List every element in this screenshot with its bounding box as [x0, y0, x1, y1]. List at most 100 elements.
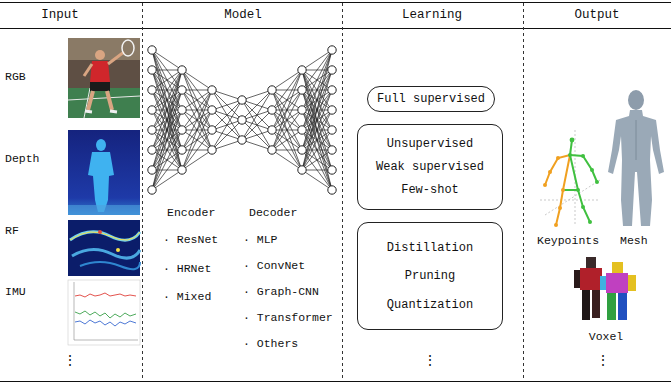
network-neuron — [328, 186, 336, 194]
network-neuron — [298, 86, 306, 94]
network-link — [152, 90, 182, 190]
network-link — [272, 90, 302, 150]
network-link — [242, 90, 272, 100]
method-box: DistillationPruningQuantization — [357, 222, 503, 330]
method-name: Pruning — [405, 269, 455, 283]
method-box: UnsupervisedWeak supervisedFew-shot — [357, 124, 503, 210]
ellipsis: ⋮ — [596, 352, 610, 368]
input-name: RF — [5, 224, 19, 238]
network-link — [212, 140, 242, 150]
network-neuron — [178, 146, 186, 154]
method-name: Weak supervised — [376, 160, 484, 174]
column-dividers — [143, 3, 524, 381]
network-link — [152, 130, 182, 190]
network-neuron — [208, 86, 216, 94]
network-neuron — [328, 86, 336, 94]
input-name: Depth — [5, 152, 40, 166]
depth-image — [68, 130, 140, 215]
network-link — [242, 140, 272, 150]
part-name: Encoder — [167, 206, 215, 220]
ellipsis: ⋮ — [63, 352, 77, 368]
list-item: · Mixed — [163, 290, 211, 304]
output-name: Keypoints — [537, 234, 599, 248]
method-name: Quantization — [387, 298, 473, 312]
network-neuron — [298, 126, 306, 134]
ellipsis: ⋮ — [423, 352, 437, 368]
top-rule — [0, 2, 671, 3]
voxel-figures — [574, 257, 636, 320]
column-header: Input — [41, 8, 79, 22]
network-link — [182, 70, 212, 90]
network-link — [242, 100, 272, 150]
network-neuron — [178, 66, 186, 74]
network-link — [182, 90, 212, 110]
network-neuron — [178, 86, 186, 94]
method-name: Few-shot — [401, 183, 459, 197]
input-name: IMU — [5, 285, 26, 299]
rgb-photo — [68, 38, 140, 118]
network-neuron — [208, 126, 216, 134]
network-neuron — [328, 126, 336, 134]
network-link — [212, 100, 242, 150]
network-link — [272, 150, 302, 170]
network-link — [242, 90, 272, 140]
method-name: Unsupervised — [387, 137, 473, 151]
network-link — [182, 150, 212, 170]
network-link — [152, 70, 182, 170]
input-name: RGB — [5, 70, 26, 84]
list-item: · Others — [243, 337, 298, 351]
output-name: Mesh — [620, 234, 648, 248]
network-link — [272, 90, 302, 150]
network-link — [272, 130, 302, 150]
network-neuron — [238, 136, 246, 144]
network-link — [152, 170, 182, 190]
column-header: Model — [224, 8, 262, 22]
network-neuron — [148, 66, 156, 74]
network-neuron — [148, 166, 156, 174]
network-link — [212, 100, 242, 110]
network-neuron — [178, 106, 186, 114]
network-neuron — [298, 66, 306, 74]
network-link — [212, 90, 242, 140]
network-link — [152, 50, 182, 150]
network-link — [272, 110, 302, 170]
network-neuron — [328, 106, 336, 114]
network-neuron — [178, 166, 186, 174]
network-neuron — [148, 126, 156, 134]
network-link — [272, 70, 302, 90]
network-neuron — [148, 46, 156, 54]
list-item: · ResNet — [163, 233, 218, 247]
network-link — [242, 110, 272, 140]
list-item: · HRNet — [163, 262, 211, 276]
network-neuron — [148, 146, 156, 154]
network-neuron — [298, 106, 306, 114]
column-header: Output — [574, 8, 619, 22]
network-link — [182, 110, 212, 170]
method-name: Full supervised — [377, 92, 485, 106]
network-neuron — [148, 86, 156, 94]
list-item: · MLP — [243, 233, 278, 247]
column-header: Learning — [402, 8, 462, 22]
method-box: Full supervised — [367, 86, 495, 112]
network-link — [302, 150, 332, 170]
network-neuron — [298, 166, 306, 174]
network-link — [242, 120, 272, 150]
keypoint-skeleton — [540, 130, 600, 227]
network-link — [302, 50, 332, 150]
network-link — [182, 90, 212, 150]
network-neuron — [208, 106, 216, 114]
network-link — [302, 170, 332, 190]
encoder-decoder-network — [148, 46, 336, 194]
network-link — [302, 90, 332, 190]
network-neuron — [268, 126, 276, 134]
header-rule — [0, 28, 671, 29]
network-neuron — [268, 86, 276, 94]
rf-heatmap — [68, 220, 140, 276]
network-neuron — [328, 166, 336, 174]
network-link — [152, 70, 182, 170]
network-neuron — [148, 106, 156, 114]
network-link — [182, 70, 212, 130]
network-neuron — [238, 116, 246, 124]
network-neuron — [148, 186, 156, 194]
